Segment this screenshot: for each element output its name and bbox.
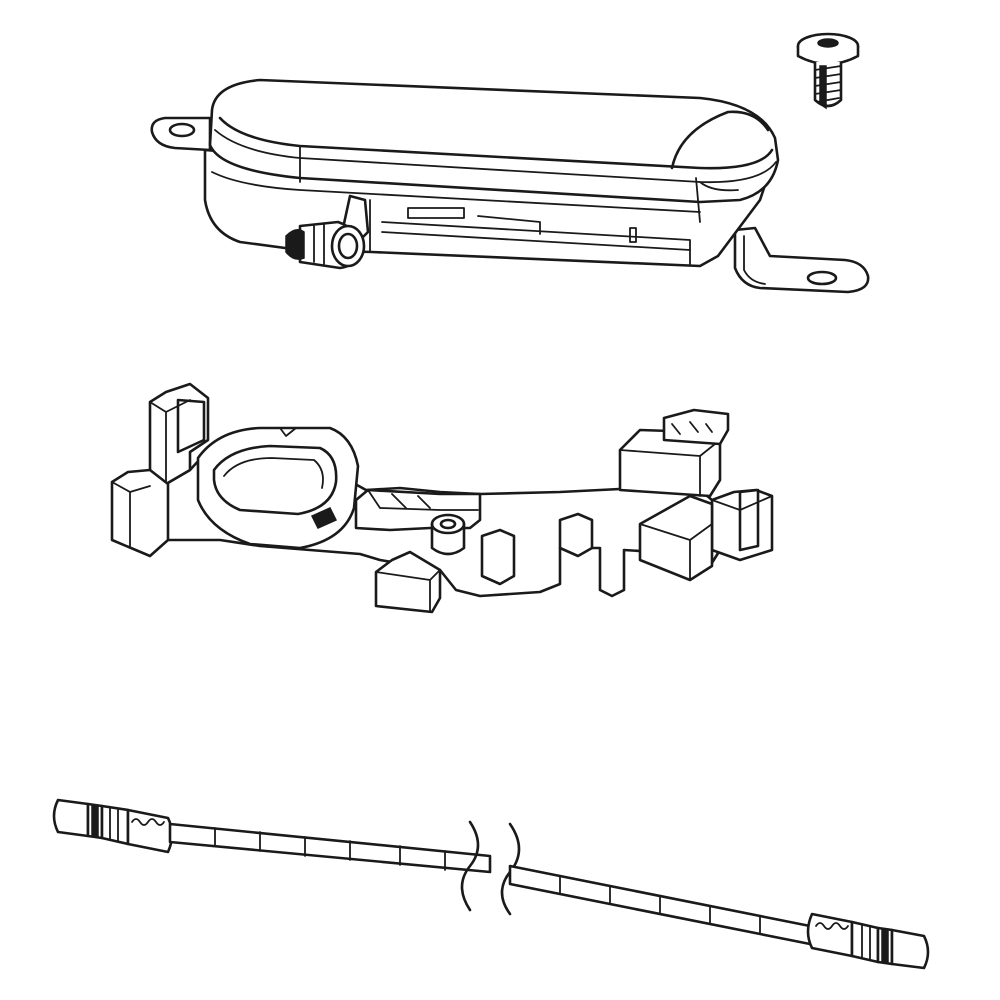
cable-right-connector-icon xyxy=(806,912,930,970)
cable-left-connector-icon xyxy=(52,798,174,854)
screw-icon xyxy=(796,32,860,110)
cover-connector-icon xyxy=(285,194,370,270)
battery-cover-icon xyxy=(150,78,870,294)
cable-icon xyxy=(52,798,930,970)
mounting-bracket-icon xyxy=(110,382,774,614)
